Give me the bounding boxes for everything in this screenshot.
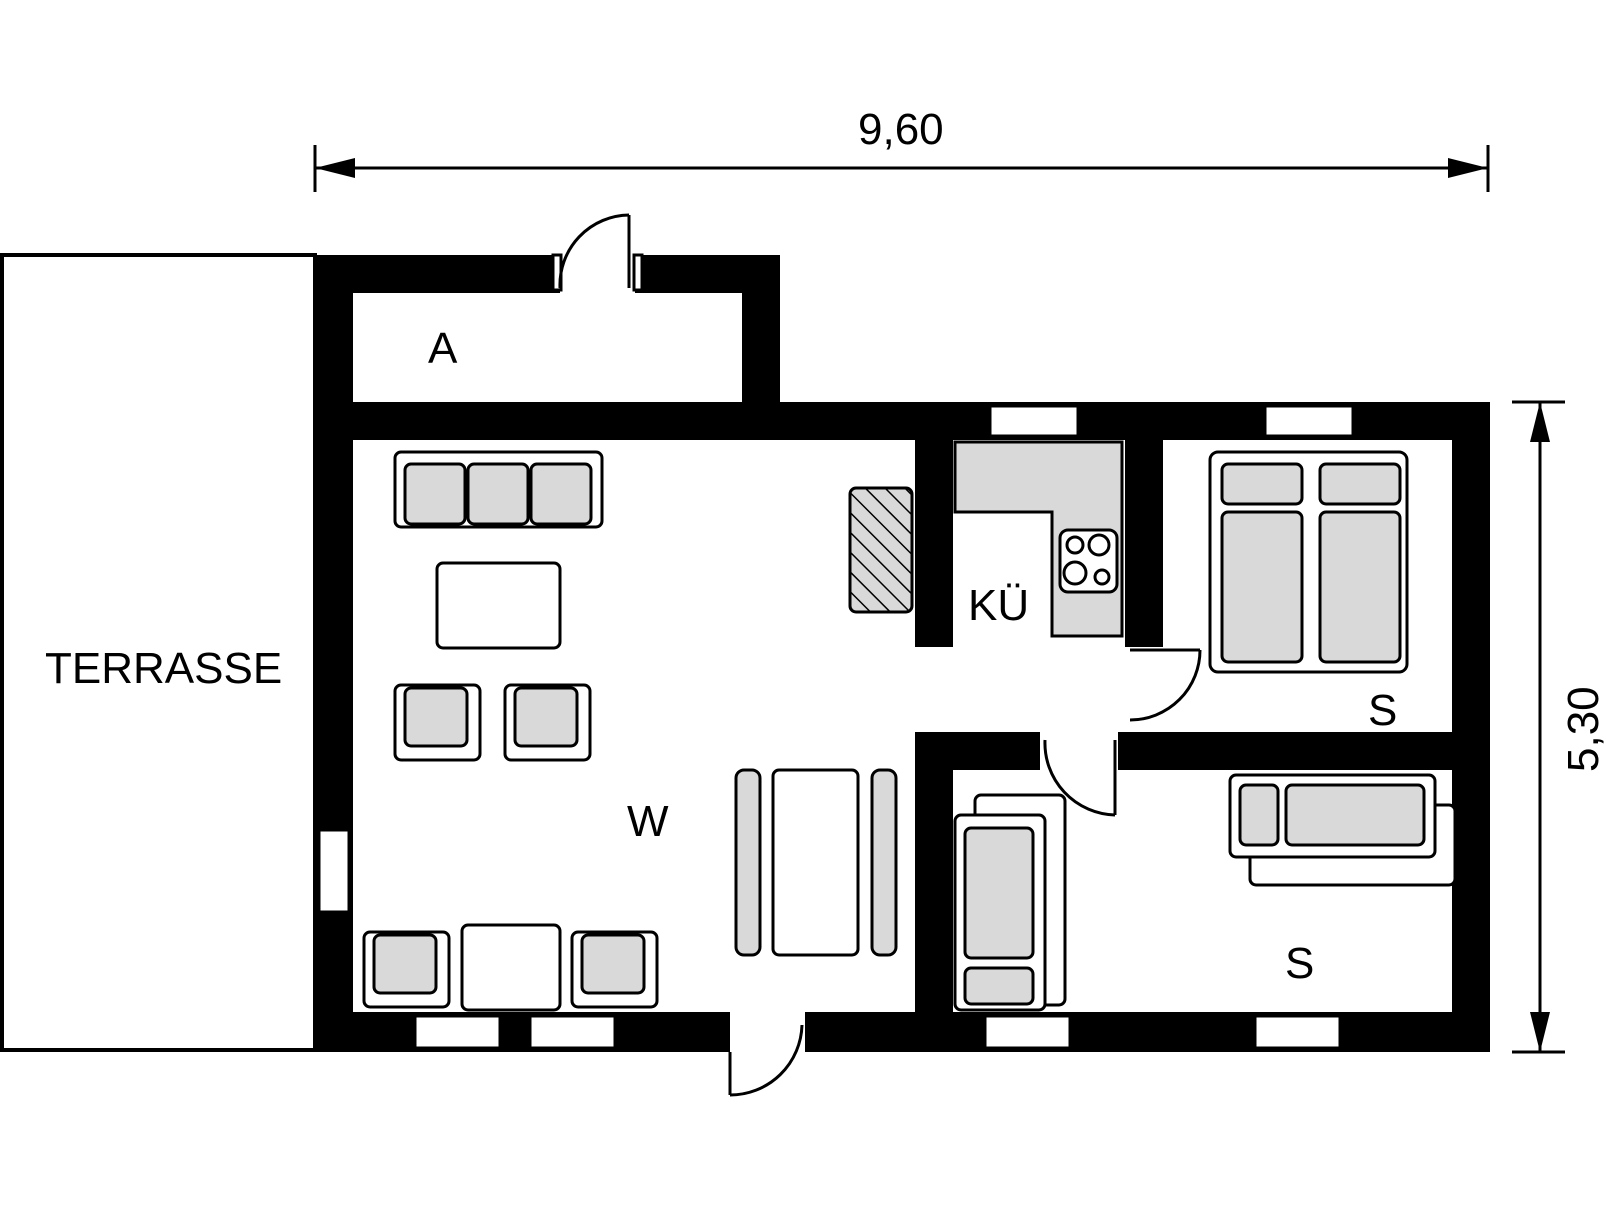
- width-dimension-line: [313, 145, 1490, 192]
- terrace-label: TERRASSE: [45, 644, 282, 693]
- windows: [317, 404, 1355, 1050]
- terrace-area: [0, 253, 317, 1052]
- bedroom-1-furniture: [1208, 450, 1409, 674]
- window-south-2: [528, 1014, 617, 1050]
- doors: [551, 213, 1202, 1097]
- window-south-1: [413, 1014, 502, 1050]
- entry-label: A: [428, 324, 458, 373]
- kitchen-label: KÜ: [968, 581, 1029, 630]
- bedroom-1-label: S: [1368, 686, 1397, 735]
- bedroom-2-furniture: [953, 773, 1457, 1012]
- living-furniture: [362, 450, 898, 1012]
- width-dimension-label: 9,60: [858, 105, 944, 154]
- living-room-label: W: [627, 797, 669, 846]
- depth-dimension-label: 5,30: [1559, 686, 1606, 772]
- bedroom-2-label: S: [1285, 939, 1314, 988]
- kitchen-counter: [953, 440, 1124, 638]
- wall-openings: [560, 248, 1160, 1059]
- window-bedroom-1: [1263, 404, 1355, 438]
- fireplace: [848, 486, 914, 614]
- walls: [315, 255, 1490, 1052]
- depth-dimension-line: [1512, 400, 1565, 1054]
- window-bedroom-2a: [983, 1014, 1072, 1050]
- window-bedroom-2b: [1253, 1014, 1342, 1050]
- window-kitchen: [988, 404, 1080, 438]
- window-west: [317, 828, 351, 914]
